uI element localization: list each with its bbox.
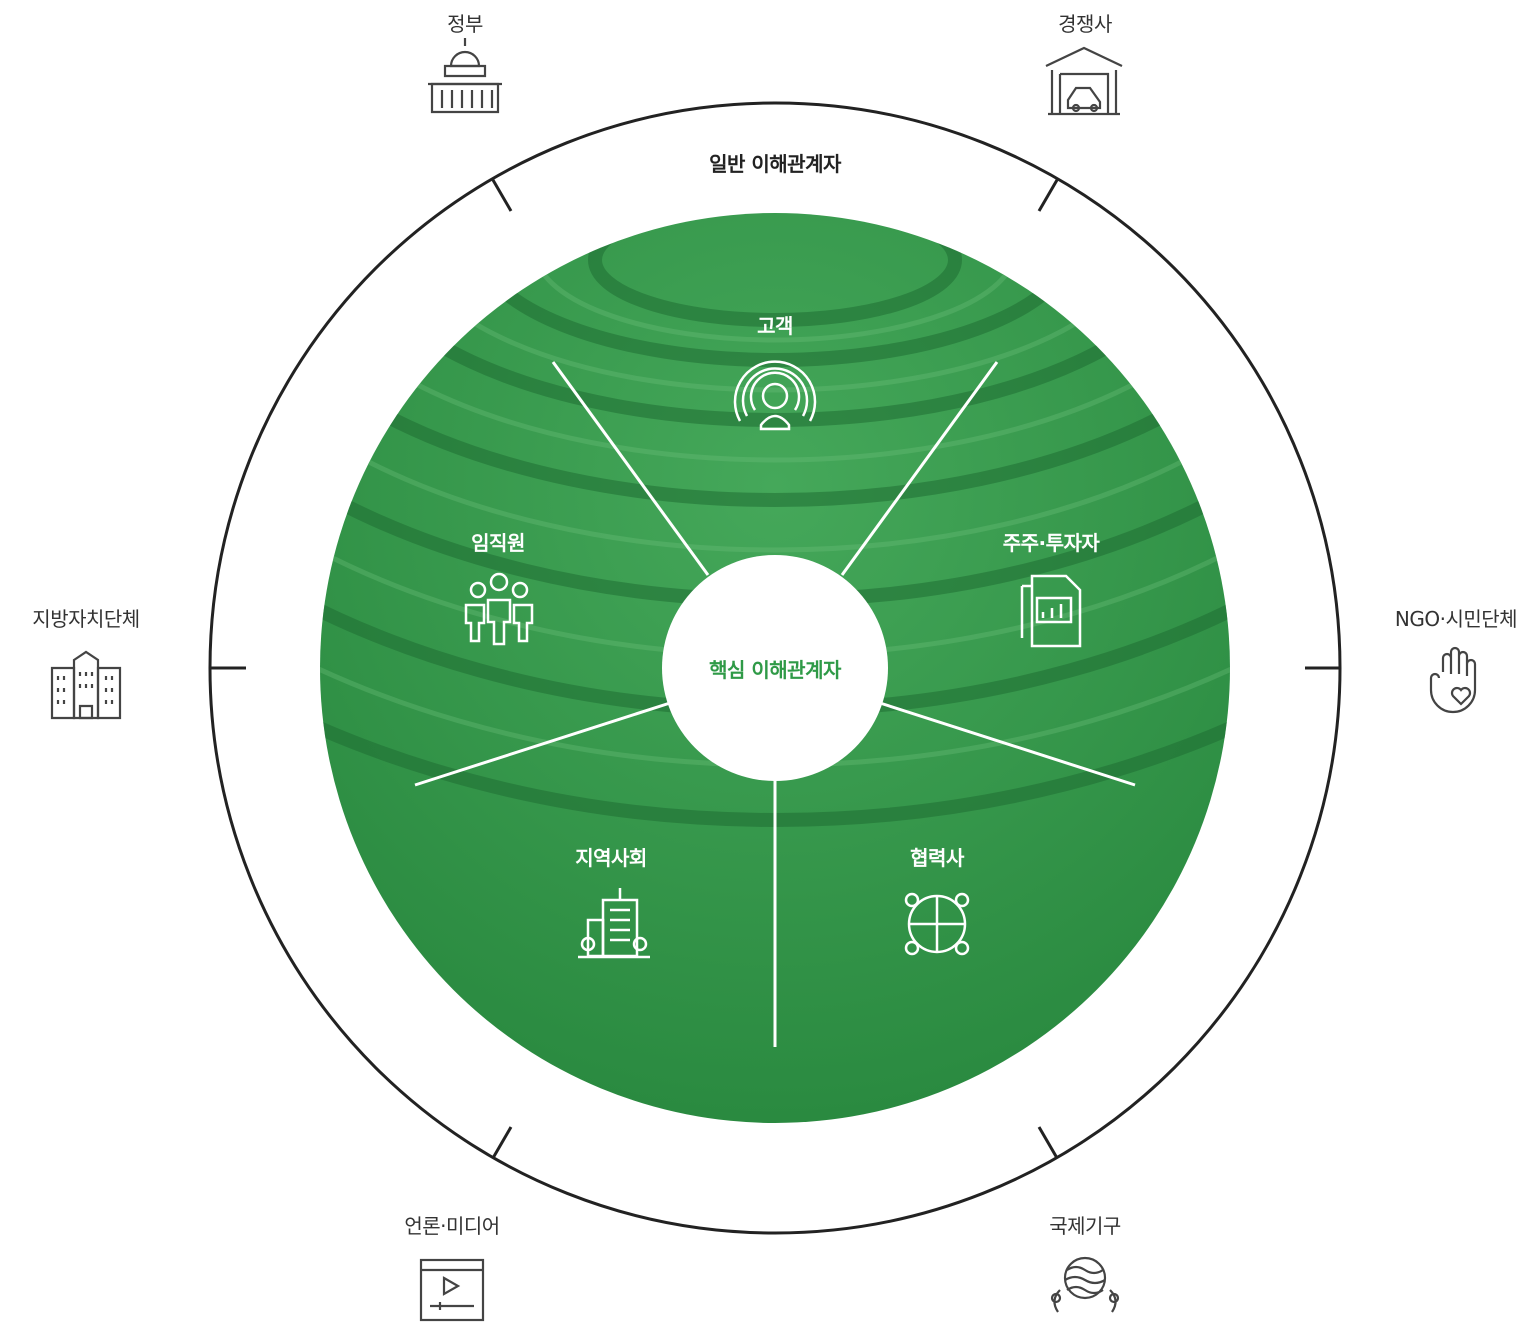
core-dividers bbox=[414, 361, 1136, 1047]
center-circle bbox=[662, 555, 888, 781]
report-chart-icon bbox=[1020, 574, 1082, 648]
core-label-customer: 고객 bbox=[757, 314, 793, 338]
outer-label-international: 국제기구 bbox=[1049, 1214, 1121, 1238]
municipal-building-icon bbox=[50, 650, 122, 720]
media-player-icon bbox=[419, 1258, 485, 1322]
competitor-garage-icon bbox=[1045, 46, 1123, 116]
ring-ticks bbox=[210, 179, 1341, 1159]
core-label-community: 지역사회 bbox=[575, 846, 647, 870]
outer-label-ngo: NGO·시민단체 bbox=[1394, 607, 1518, 631]
employees-group-icon bbox=[464, 572, 534, 646]
outer-label-competitors: 경쟁사 bbox=[1058, 12, 1112, 36]
outer-label-government: 정부 bbox=[447, 12, 483, 36]
general-ring-title: 일반 이해관계자 bbox=[709, 152, 841, 176]
core-label-employees: 임직원 bbox=[471, 531, 525, 555]
government-capitol-icon bbox=[428, 38, 502, 114]
puzzle-network-icon bbox=[904, 892, 970, 956]
core-center-title: 핵심 이해관계자 bbox=[709, 658, 841, 682]
outer-label-local-gov: 지방자치단체 bbox=[32, 607, 140, 631]
core-label-partners: 협력사 bbox=[910, 846, 964, 870]
outer-label-media: 언론·미디어 bbox=[404, 1214, 500, 1238]
core-label-shareholders: 주주·투자자 bbox=[1002, 531, 1100, 555]
hand-heart-icon bbox=[1429, 646, 1477, 714]
customer-signal-icon bbox=[733, 360, 817, 431]
globe-laurel-icon bbox=[1050, 1256, 1120, 1313]
city-building-icon bbox=[578, 888, 650, 959]
